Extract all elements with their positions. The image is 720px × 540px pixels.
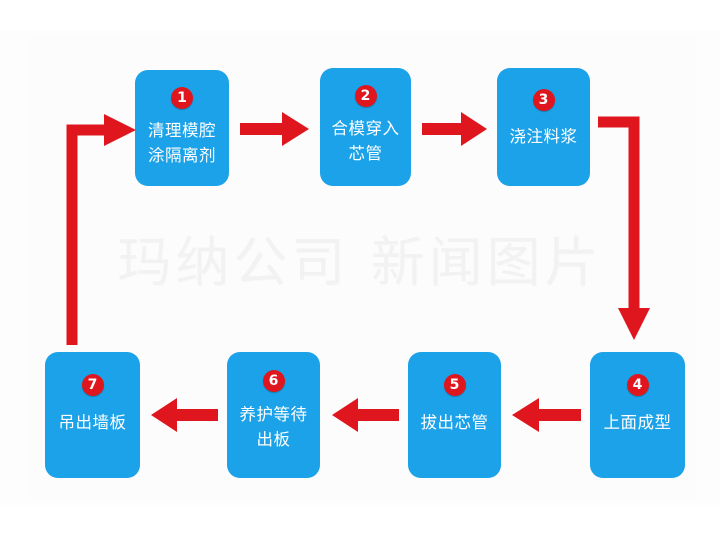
node-badge-2: 2 <box>354 85 377 107</box>
connector-arrow-2-to-3 <box>422 112 487 146</box>
node-label-1: 清理模腔 涂隔离剂 <box>148 121 216 165</box>
watermark-text: 玛纳公司 新闻图片 <box>117 231 603 294</box>
process-node-7[interactable]: 7 吊出墙板 <box>45 352 140 478</box>
node-badge-4: 4 <box>626 374 649 396</box>
process-node-1[interactable]: 1 清理模腔 涂隔离剂 <box>135 70 229 186</box>
process-node-5[interactable]: 5 拔出芯管 <box>408 352 501 478</box>
node-label-6: 养护等待 出板 <box>239 405 308 449</box>
connector-arrow-5-to-6 <box>332 398 399 432</box>
connector-elbow-7-to-1 <box>66 114 136 345</box>
connector-arrow-6-to-7 <box>151 398 218 432</box>
node-badge-7: 7 <box>81 374 104 396</box>
node-label-7: 吊出墙板 <box>58 413 127 432</box>
connector-elbow-3-to-4 <box>598 116 650 340</box>
connector-arrow-1-to-2 <box>240 112 309 146</box>
process-node-6[interactable]: 6 养护等待 出板 <box>227 352 320 478</box>
node-label-2: 合模穿入 芯管 <box>331 119 400 163</box>
connector-arrow-4-to-5 <box>512 398 581 432</box>
node-badge-6: 6 <box>262 370 285 392</box>
node-badge-3: 3 <box>532 89 555 111</box>
node-badge-1: 1 <box>171 87 193 109</box>
process-node-3[interactable]: 3 浇注料浆 <box>497 68 590 186</box>
node-label-4: 上面成型 <box>603 413 672 432</box>
node-label-3: 浇注料浆 <box>509 127 578 146</box>
process-node-2[interactable]: 2 合模穿入 芯管 <box>320 68 411 186</box>
process-node-4[interactable]: 4 上面成型 <box>590 352 685 478</box>
node-badge-5: 5 <box>443 374 466 396</box>
node-label-5: 拔出芯管 <box>420 413 489 432</box>
